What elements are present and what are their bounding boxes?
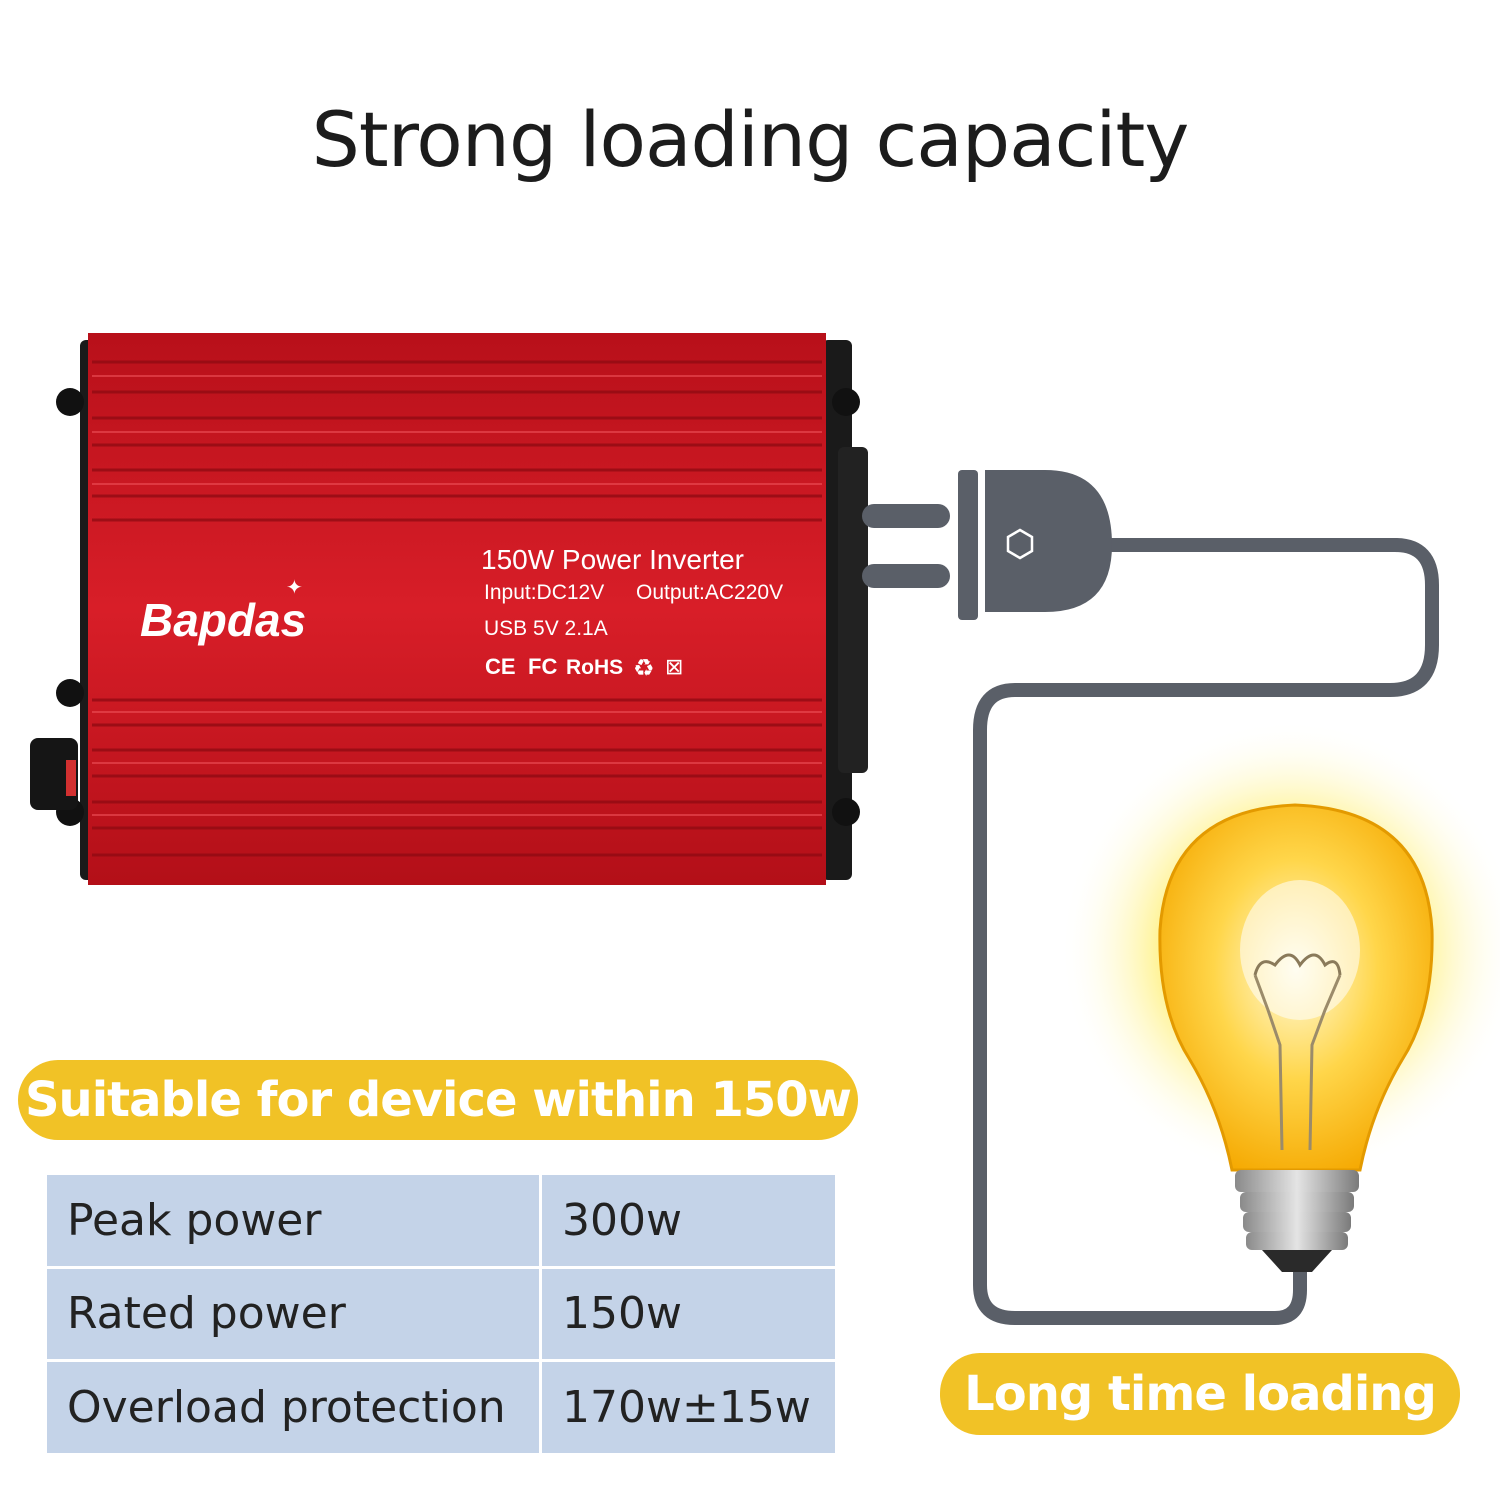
callout-suitable: Suitable for device within 150w (18, 1060, 858, 1140)
rohs-mark: RoHS (566, 656, 623, 679)
callout-long-time: Long time loading (940, 1353, 1460, 1435)
input-rating: Input:DC12V (484, 581, 604, 604)
table-row: Overload protection 170w±15w (44, 1359, 838, 1456)
power-cable (973, 538, 1439, 1325)
fc-mark: FC (528, 654, 557, 679)
table-row: Peak power 300w (44, 1172, 838, 1269)
brand-star-icon: ✦ (286, 577, 303, 599)
table-row: Rated power 150w (44, 1265, 838, 1363)
spec-value: 170w±15w (539, 1359, 838, 1456)
light-bulb-icon (1060, 720, 1500, 1272)
ce-mark: CE (485, 654, 516, 679)
model-line: 150W Power Inverter (481, 544, 744, 575)
brand-logo: Bapdas (140, 594, 306, 646)
spec-value: 300w (539, 1172, 838, 1269)
spec-label: Peak power (44, 1172, 542, 1269)
spec-value: 150w (539, 1265, 838, 1363)
spec-table: Peak power 300w Rated power 150w Overloa… (44, 1172, 838, 1456)
usb-rating: USB 5V 2.1A (484, 617, 608, 640)
inverter-unit: Bapdas ✦ 150W Power Inverter Input:DC12V… (30, 333, 868, 885)
weee-icon: ⊠ (665, 654, 683, 679)
output-rating: Output:AC220V (636, 581, 783, 604)
spec-label: Rated power (44, 1265, 542, 1363)
spec-label: Overload protection (44, 1359, 542, 1456)
page-headline: Strong loading capacity (311, 95, 1190, 184)
plug-icon (862, 470, 1112, 620)
recycle-icon: ♻ (633, 655, 655, 682)
